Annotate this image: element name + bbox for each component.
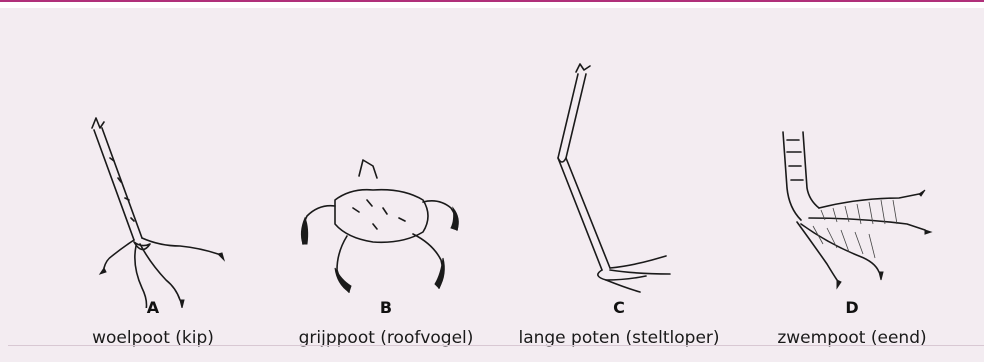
illustration-panel: A woelpoot (kip) B grijppoot (roofvogel) bbox=[0, 8, 984, 362]
figure-c: C lange poten (steltloper) bbox=[496, 28, 742, 358]
top-accent-line bbox=[0, 0, 984, 2]
chicken-foot-icon bbox=[30, 48, 276, 308]
panel-bottom-border bbox=[8, 345, 984, 346]
figure-b: B grijppoot (roofvogel) bbox=[263, 28, 509, 358]
figure-letter: B bbox=[263, 298, 509, 317]
wader-leg-icon bbox=[496, 48, 742, 308]
figure-letter: D bbox=[729, 298, 975, 317]
figure-a: A woelpoot (kip) bbox=[30, 28, 276, 358]
raptor-foot-icon bbox=[263, 48, 509, 308]
duck-foot-icon bbox=[729, 48, 975, 308]
figure-letter: A bbox=[30, 298, 276, 317]
figure-letter: C bbox=[496, 298, 742, 317]
figure-d: D zwempoot (eend) bbox=[729, 28, 975, 358]
